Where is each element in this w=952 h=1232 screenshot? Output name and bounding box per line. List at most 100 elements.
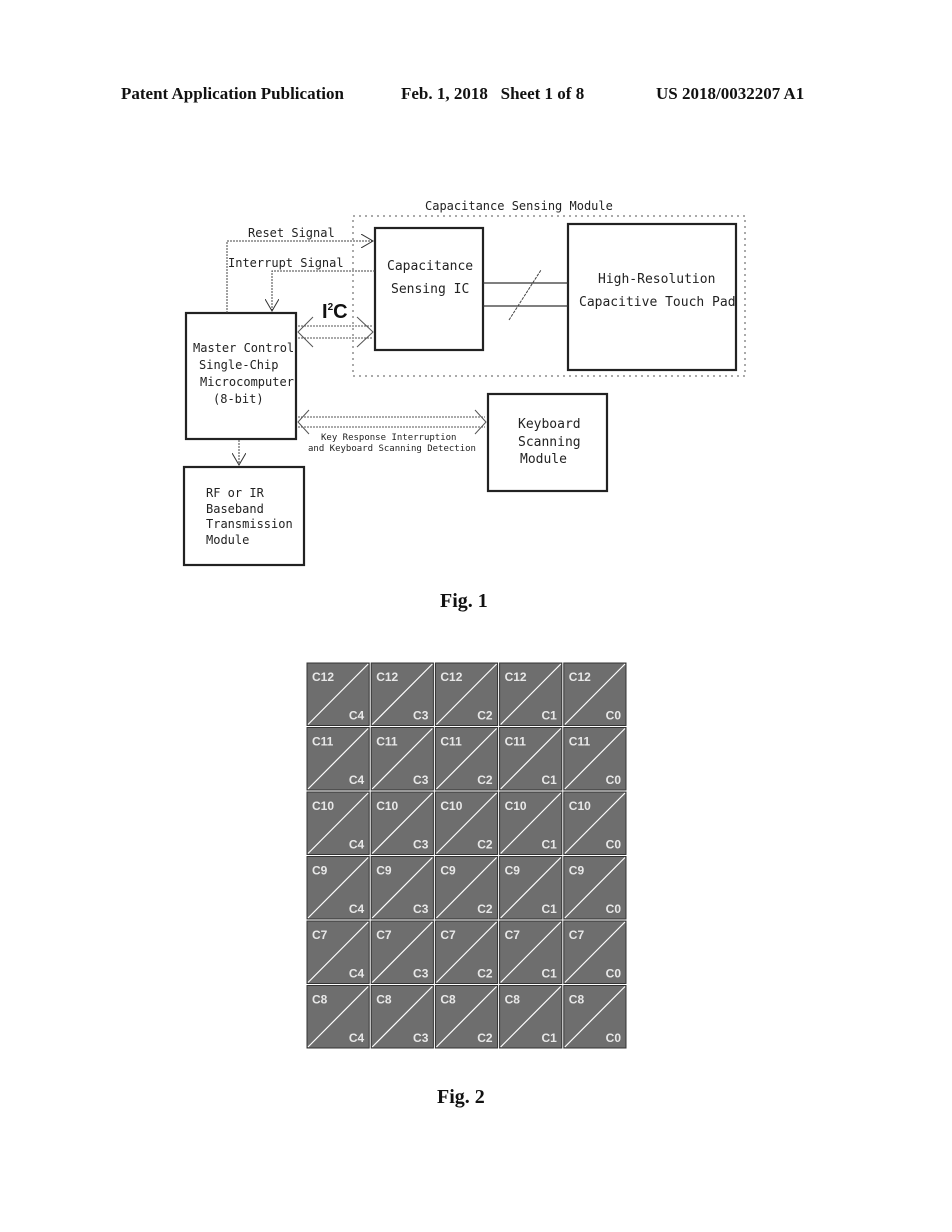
cell-row-label: C12: [569, 670, 591, 684]
cell-col-label: C4: [349, 967, 365, 981]
cell-row-label: C11: [312, 735, 334, 749]
cell-col-label: C2: [477, 902, 493, 916]
header-date-sheet: Feb. 1, 2018 Sheet 1 of 8: [401, 84, 585, 103]
cell-row-label: C9: [440, 864, 456, 878]
cell-row-label: C12: [505, 670, 527, 684]
cell-diagonal: [371, 728, 433, 790]
cell-diagonal: [307, 857, 369, 919]
cell-row-label: C11: [569, 735, 591, 749]
cell-row-label: C8: [376, 993, 392, 1007]
cell-col-label: C0: [606, 709, 622, 723]
cell-diagonal: [435, 857, 498, 919]
cell-col-label: C3: [413, 1031, 429, 1045]
cell-col-label: C4: [349, 902, 365, 916]
cell-row-label: C11: [440, 735, 462, 749]
cell-diagonal: [500, 857, 562, 919]
cell-col-label: C3: [413, 838, 429, 852]
touch-pad-label-line2: Capacitive Touch Pad: [579, 295, 736, 310]
sensing-ic-label-line2: Sensing IC: [391, 282, 469, 297]
cell-diagonal: [371, 921, 433, 983]
cell-col-label: C0: [606, 902, 622, 916]
cell-col-label: C2: [477, 838, 493, 852]
cell-diagonal: [307, 921, 369, 983]
rf-module-line4: Module: [206, 533, 249, 547]
i2c-arrowhead-right: [356, 316, 374, 348]
cell-diagonal: [564, 792, 626, 854]
cell-row-label: C11: [376, 735, 398, 749]
cell-row-label: C12: [440, 670, 462, 684]
cell-row-label: C7: [569, 928, 585, 942]
cell-diagonal: [371, 792, 433, 854]
cell-diagonal: [371, 986, 433, 1048]
interrupt-signal-line: [272, 270, 375, 311]
keyboard-module-line2: Scanning: [518, 435, 581, 450]
cell-row-label: C7: [440, 928, 456, 942]
reset-signal-label: Reset Signal: [248, 226, 335, 240]
cell-row-label: C9: [376, 864, 392, 878]
mcu-label-line4: (8-bit): [213, 392, 264, 406]
fig2-caption: Fig. 2: [437, 1086, 485, 1108]
fig2-electrode-grid: C12C4C12C3C12C2C12C1C12C0C11C4C11C3C11C2…: [306, 662, 627, 1049]
header-patent-number: US 2018/0032207 A1: [656, 84, 805, 103]
cell-row-label: C10: [376, 799, 398, 813]
cell-diagonal: [435, 663, 498, 725]
cell-col-label: C1: [541, 838, 557, 852]
cell-col-label: C1: [541, 902, 557, 916]
rf-module-line1: RF or IR: [206, 486, 265, 500]
cell-diagonal: [500, 728, 562, 790]
cell-col-label: C1: [541, 967, 557, 981]
cell-col-label: C1: [541, 1031, 557, 1045]
cell-row-label: C9: [312, 864, 328, 878]
cell-diagonal: [564, 921, 626, 983]
cell-diagonal: [435, 728, 498, 790]
cell-row-label: C9: [505, 864, 521, 878]
cell-col-label: C0: [606, 967, 622, 981]
key-link-label-line2: and Keyboard Scanning Detection: [308, 444, 476, 454]
cell-row-label: C8: [505, 993, 521, 1007]
rf-module-line2: Baseband: [206, 502, 264, 516]
cell-diagonal: [307, 663, 369, 725]
rf-module-line3: Transmission: [206, 517, 293, 531]
fig1-caption: Fig. 1: [440, 590, 488, 612]
cell-diagonal: [500, 986, 562, 1048]
cell-diagonal: [564, 728, 626, 790]
cell-diagonal: [435, 792, 498, 854]
cell-col-label: C4: [349, 838, 365, 852]
cell-row-label: C12: [312, 670, 334, 684]
cell-diagonal: [500, 921, 562, 983]
cell-diagonal: [371, 663, 433, 725]
sensing-ic-label-line1: Capacitance: [387, 259, 473, 274]
cell-row-label: C10: [312, 799, 334, 813]
cell-col-label: C0: [606, 1031, 622, 1045]
keyboard-arrowhead-right: [474, 409, 487, 435]
cell-diagonal: [435, 921, 498, 983]
cell-row-label: C8: [569, 993, 585, 1007]
keyboard-module-box: [486, 392, 609, 493]
cell-col-label: C3: [413, 967, 429, 981]
mcu-label-line1: Master Control: [193, 341, 294, 355]
cell-col-label: C2: [477, 709, 493, 723]
cell-col-label: C4: [349, 773, 365, 787]
keyboard-arrowhead-left: [297, 409, 310, 435]
module-group-label: Capacitance Sensing Module: [425, 199, 613, 213]
